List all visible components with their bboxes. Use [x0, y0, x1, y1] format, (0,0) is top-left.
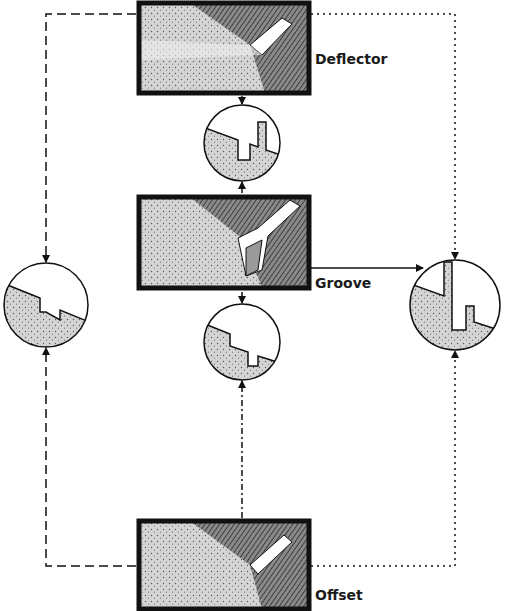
illustration-box: Offset [137, 519, 311, 611]
illustration-box: Deflector [137, 1, 311, 95]
deflector-block [139, 3, 309, 93]
profile-deflector-offset [0, 263, 94, 360]
offset-block [139, 521, 309, 609]
profile-groove-deflector [200, 105, 290, 190]
part-label: Deflector [315, 51, 388, 67]
profile-groove-offset [200, 304, 290, 390]
flow-arrows [46, 14, 455, 566]
illustration-box: Groove [137, 195, 311, 290]
groove-block [139, 197, 309, 288]
part-label: Groove [315, 275, 371, 291]
part-label: Offset [315, 587, 363, 603]
profile-deflector-groove [405, 260, 505, 360]
